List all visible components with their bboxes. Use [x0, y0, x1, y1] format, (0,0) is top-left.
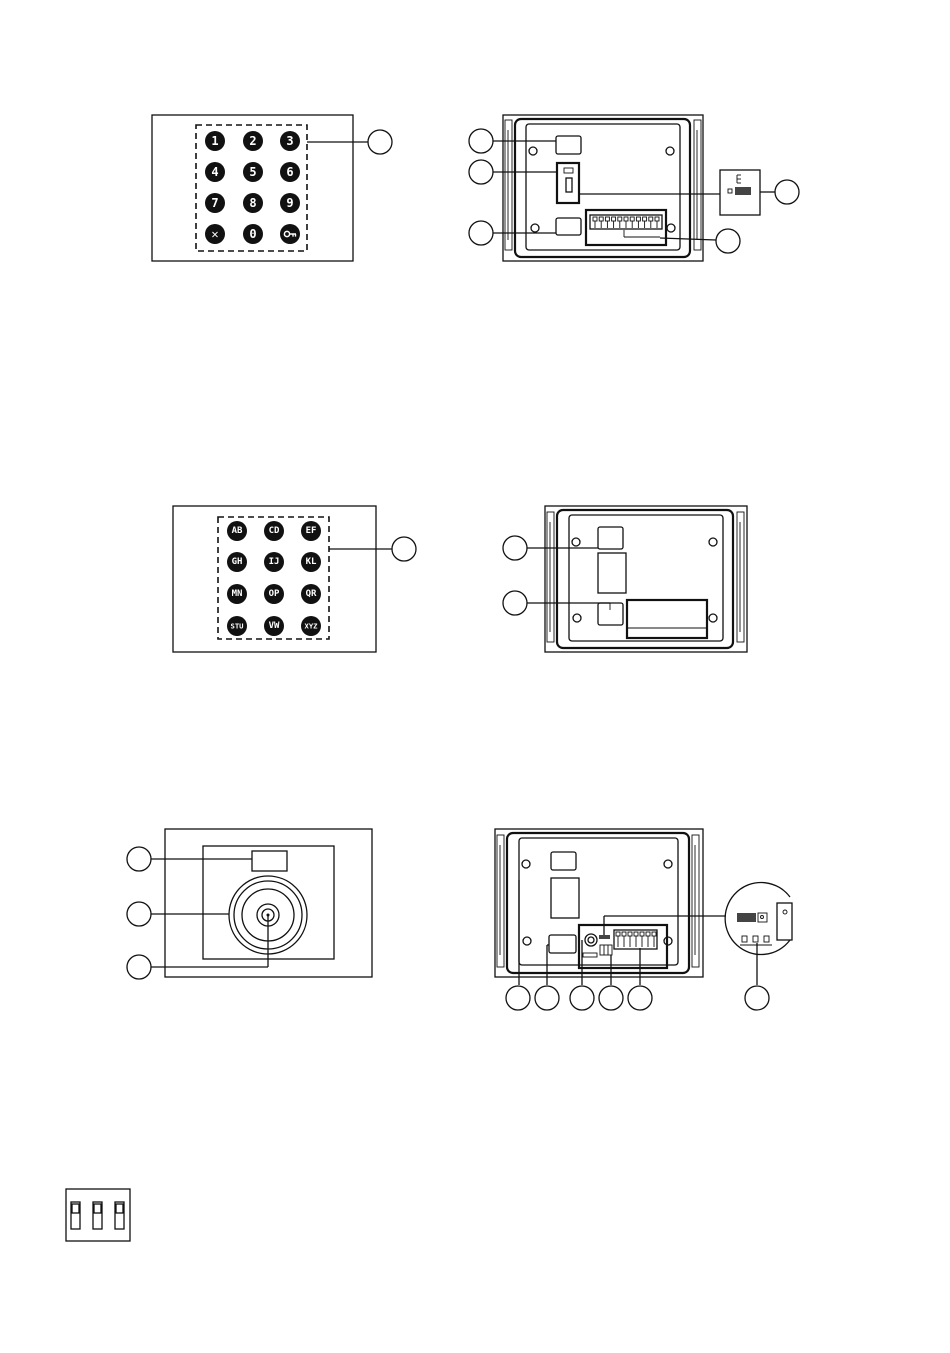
callout-circle: [368, 130, 392, 154]
keypad-key-8[interactable]: QR: [301, 584, 321, 604]
keypad-key-0[interactable]: 1: [205, 131, 225, 151]
keypad-key-2[interactable]: 3: [280, 131, 300, 151]
callout-circle: [503, 536, 527, 560]
dip-switch-diagram: [66, 1189, 130, 1241]
key-label: 5: [249, 165, 256, 179]
callout-circle: [745, 986, 769, 1010]
audio-module-back: [495, 829, 792, 1010]
keypad-key-11[interactable]: XYZ: [301, 616, 321, 636]
callout-circle: [570, 986, 594, 1010]
keypad-key-11[interactable]: [280, 224, 300, 244]
keypad-key-3[interactable]: 4: [205, 162, 225, 182]
callout-circle: [469, 160, 493, 184]
callout-circle: [506, 986, 530, 1010]
numeric-keypad-back: [469, 115, 799, 261]
callout-circle: [628, 986, 652, 1010]
keypad-key-0[interactable]: AB: [227, 521, 247, 541]
keypad-key-10[interactable]: VW: [264, 616, 284, 636]
numeric-keypad-keys: 1 2 3 4 5 6 7 8 9 ✕ 0: [205, 131, 300, 244]
key-label: 6: [286, 165, 293, 179]
callout-circle: [469, 129, 493, 153]
terminal-block: [616, 932, 656, 947]
key-label: 0: [249, 227, 256, 241]
key-label: AB: [232, 526, 243, 536]
key-label: 3: [286, 134, 293, 148]
keypad-key-6[interactable]: 7: [205, 193, 225, 213]
keypad-key-5[interactable]: 6: [280, 162, 300, 182]
key-label: 8: [249, 196, 256, 210]
keypad-key-4[interactable]: 5: [243, 162, 263, 182]
keypad-key-1[interactable]: CD: [264, 521, 284, 541]
keypad-key-9[interactable]: ✕: [205, 224, 225, 244]
numeric-keypad-front: 1 2 3 4 5 6 7 8 9 ✕ 0: [152, 115, 392, 261]
key-label: ✕: [211, 227, 218, 241]
key-label: MN: [232, 589, 243, 599]
key-label: VW: [269, 621, 280, 631]
keypad-key-3[interactable]: GH: [227, 552, 247, 572]
keypad-key-7[interactable]: 8: [243, 193, 263, 213]
key-label: 2: [249, 134, 256, 148]
key-label: KL: [306, 557, 317, 567]
key-label: IJ: [269, 557, 280, 567]
key-label: XYZ: [305, 622, 319, 631]
audio-module-front: [127, 829, 372, 979]
key-label: EF: [306, 526, 317, 536]
terminal-block: [593, 217, 659, 228]
keypad-key-2[interactable]: EF: [301, 521, 321, 541]
keypad-key-1[interactable]: 2: [243, 131, 263, 151]
keypad-key-7[interactable]: OP: [264, 584, 284, 604]
key-label: 9: [286, 196, 293, 210]
callout-circle: [127, 847, 151, 871]
keypad-key-9[interactable]: STU: [227, 616, 247, 636]
callout-circle: [469, 221, 493, 245]
alpha-keypad-keys: AB CD EF GH IJ KL MN OP QR STU VW XYZ: [227, 521, 321, 636]
callout-circle: [599, 986, 623, 1010]
keypad-key-6[interactable]: MN: [227, 584, 247, 604]
callout-circle: [775, 180, 799, 204]
callout-circle: [392, 537, 416, 561]
key-label: 4: [211, 165, 218, 179]
alpha-keypad-front: AB CD EF GH IJ KL MN OP QR STU VW XYZ: [173, 506, 416, 652]
key-label: 1: [211, 134, 218, 148]
callout-circle: [127, 902, 151, 926]
keypad-key-10[interactable]: 0: [243, 224, 263, 244]
key-label: QR: [306, 589, 317, 599]
key-label: 7: [211, 196, 218, 210]
key-label: STU: [231, 622, 244, 631]
callout-circle: [535, 986, 559, 1010]
keypad-key-4[interactable]: IJ: [264, 552, 284, 572]
key-label: OP: [269, 589, 280, 599]
callout-circle: [127, 955, 151, 979]
key-label: CD: [269, 526, 280, 536]
keypad-key-8[interactable]: 9: [280, 193, 300, 213]
callout-circle: [716, 229, 740, 253]
keypad-key-5[interactable]: KL: [301, 552, 321, 572]
alpha-keypad-back: [503, 506, 747, 652]
key-label: GH: [232, 557, 243, 567]
callout-circle: [503, 591, 527, 615]
